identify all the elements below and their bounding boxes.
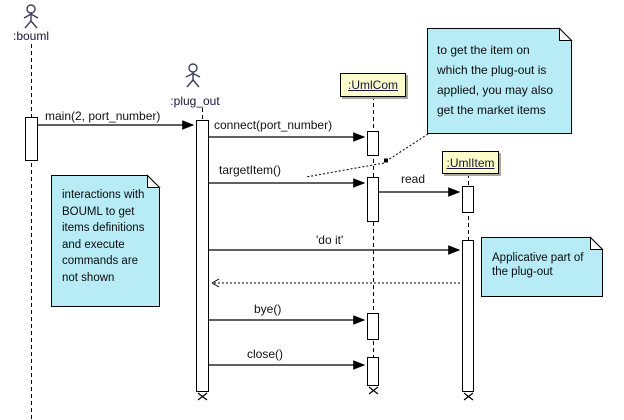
object-umlitem: :UmlItem xyxy=(442,151,499,174)
object-umlcom-label: :UmlCom xyxy=(348,78,398,92)
activation-umlcom-connect xyxy=(367,131,379,156)
note-anchor-line xyxy=(387,133,429,161)
message-label-targetitem: targetItem() xyxy=(219,163,282,177)
return-arrow-doit xyxy=(211,278,460,288)
message-label-close: close() xyxy=(247,347,284,361)
note-fold-icon xyxy=(559,27,573,41)
actor-bouml-icon xyxy=(23,4,39,29)
message-label-main: main(2, port_number) xyxy=(45,109,161,123)
note-fold-icon xyxy=(147,174,161,188)
activation-bouml xyxy=(25,117,38,161)
destruction-x-icon xyxy=(463,392,474,401)
activation-umlitem-read xyxy=(462,186,474,213)
activation-umlcom-bye xyxy=(367,313,379,340)
activation-umlcom-close xyxy=(367,357,379,386)
destruction-x-icon xyxy=(197,392,208,401)
activation-umlitem-applicative xyxy=(462,240,474,392)
destruction-x-icon xyxy=(368,386,379,395)
note-get-item-shape xyxy=(427,27,573,134)
activation-plugout xyxy=(196,120,209,392)
actor-plugout-label: :plug_out xyxy=(170,94,220,108)
object-umlitem-label: :UmlItem xyxy=(446,155,495,170)
object-umlcom: :UmlCom xyxy=(340,73,406,97)
note-interactions-text: interactions with BOUML to get items def… xyxy=(62,189,145,284)
note-get-item-text: to get the item on which the plug-out is… xyxy=(437,43,554,117)
note-applicative-text: Applicative part of the plug-out xyxy=(492,252,584,278)
message-label-connect: connect(port_number) xyxy=(214,118,333,132)
actor-plugout-icon xyxy=(185,63,201,88)
message-label-read: read xyxy=(401,172,426,186)
actor-bouml-label: :bouml xyxy=(12,29,50,43)
note-fold-icon xyxy=(590,236,604,250)
note-anchor-square-icon xyxy=(384,158,388,163)
note-interactions-shape xyxy=(51,174,161,307)
note-anchor-line xyxy=(305,162,385,178)
note-applicative-shape xyxy=(481,236,604,297)
activation-umlcom-targetitem xyxy=(367,177,379,222)
message-label-doit: 'do it' xyxy=(316,233,344,247)
message-label-bye: bye() xyxy=(254,302,282,316)
